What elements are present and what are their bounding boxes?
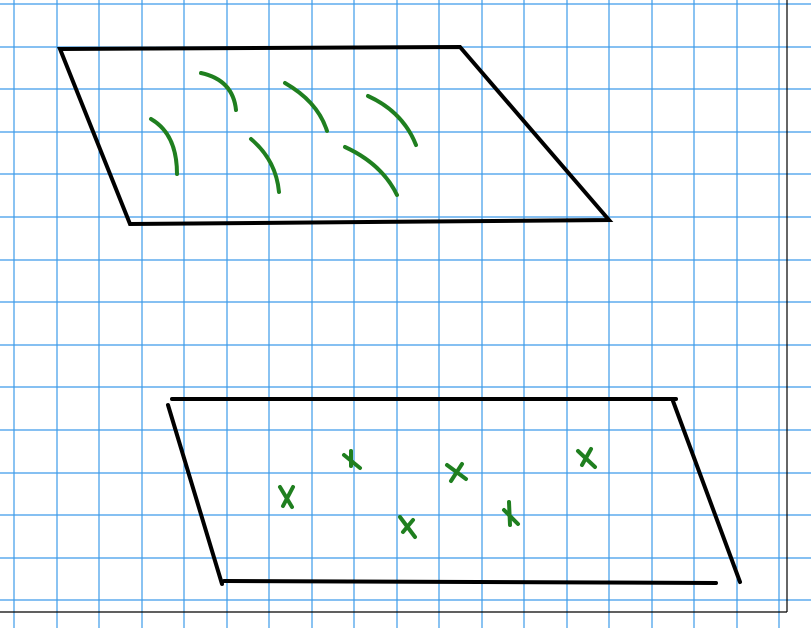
bottom-plane-right-edge	[671, 399, 742, 584]
arc-mark	[149, 117, 179, 176]
bottom-plane-bottom-edge	[222, 579, 718, 585]
arc-mark	[283, 81, 329, 133]
bottom-plane-left-edge	[166, 403, 224, 586]
bottom-plane	[166, 397, 742, 586]
arc-mark	[249, 137, 281, 194]
top-plane-outline	[57, 44, 614, 227]
top-plane-marks	[149, 71, 418, 197]
top-plane	[57, 44, 614, 227]
x-mark	[278, 485, 295, 509]
arc-mark	[199, 71, 238, 112]
x-mark	[398, 515, 417, 539]
x-mark	[445, 462, 468, 483]
x-mark	[342, 449, 362, 470]
x-mark	[502, 500, 520, 527]
arc-mark	[366, 94, 418, 147]
arc-mark	[343, 145, 399, 197]
x-mark	[576, 447, 597, 469]
bottom-plane-marks	[278, 447, 597, 539]
